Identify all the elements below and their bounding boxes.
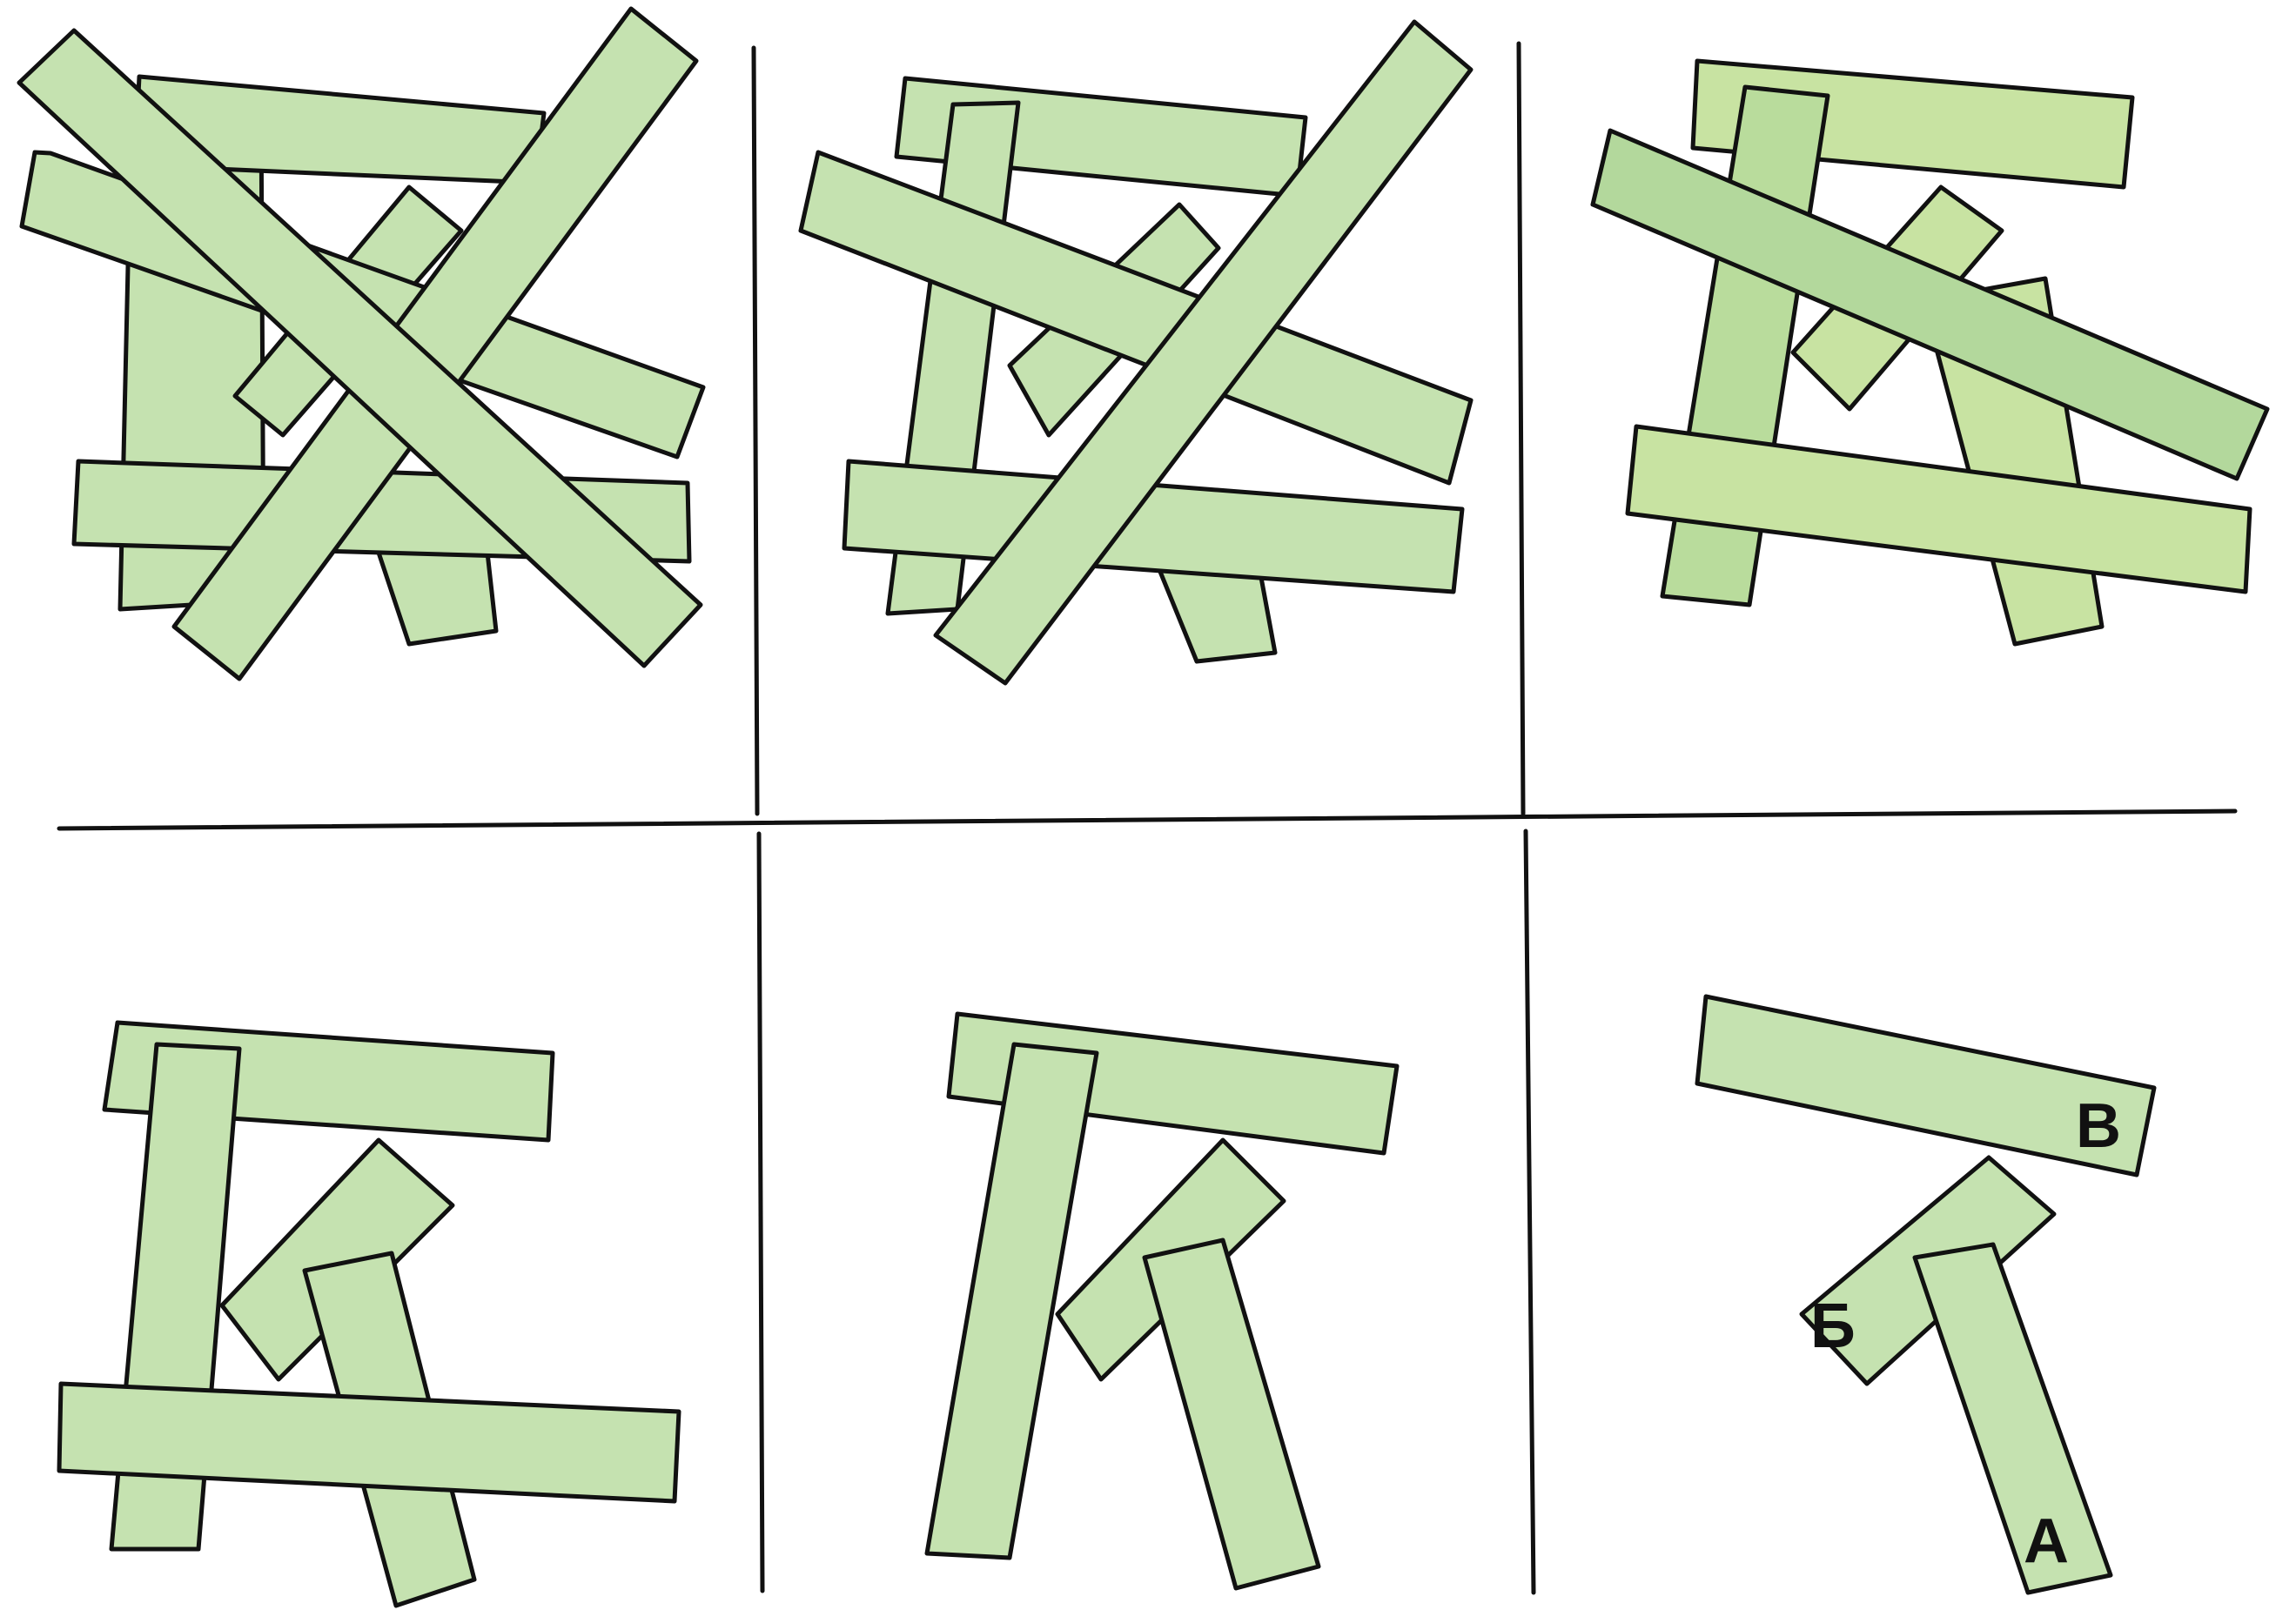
vertical-divider-right-bottom xyxy=(1526,831,1534,1593)
panel-6 xyxy=(1697,996,2154,1593)
panel-5 xyxy=(927,1014,1397,1588)
panel-3 xyxy=(1593,61,2267,644)
vertical-divider-left-bottom xyxy=(759,834,762,1591)
stick xyxy=(1145,1240,1319,1588)
stick-a xyxy=(1915,1244,2111,1593)
label-v: В xyxy=(2076,1091,2121,1161)
panel-1 xyxy=(19,9,703,679)
horizontal-divider xyxy=(59,811,2235,828)
vertical-divider-left-top xyxy=(754,48,757,814)
panel-2 xyxy=(801,22,1471,683)
label-a: А xyxy=(2024,1506,2069,1576)
label-b: Б xyxy=(1810,1291,1856,1361)
panel-4 xyxy=(59,1023,679,1606)
vertical-divider-right-top xyxy=(1519,44,1523,814)
